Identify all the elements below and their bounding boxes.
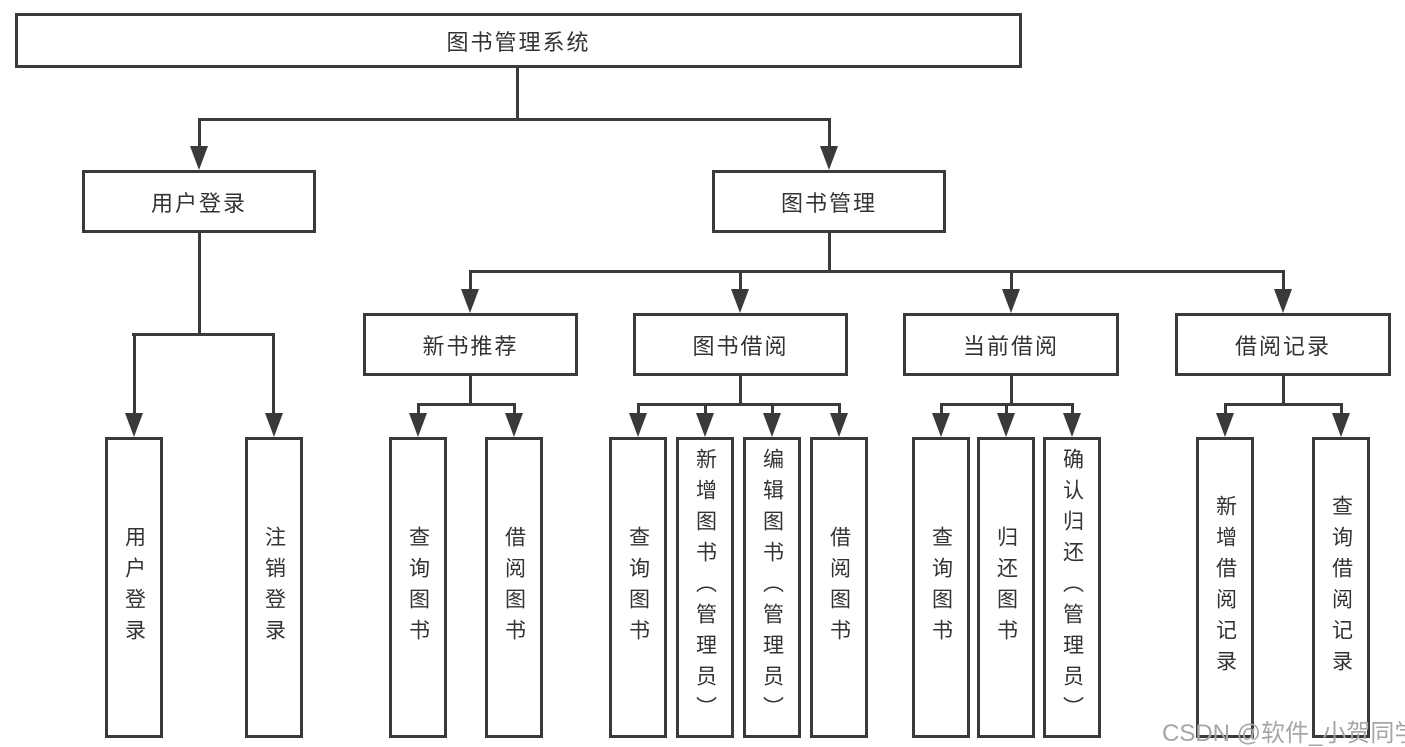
connector-line [828,233,831,273]
arrow-down-icon [932,413,950,437]
arrow-down-icon [763,413,781,437]
arrow-down-icon [461,289,479,313]
arrow-down-icon [1063,413,1081,437]
connector-line [513,403,516,416]
leaf-borrow-books: 借阅图书 [810,437,868,738]
node-book-borrowing: 图书借阅 [633,313,848,376]
connector-line [1282,376,1285,406]
arrow-down-icon [265,413,283,437]
leaf-label: 查询图书 [929,525,953,650]
arrow-down-icon [997,413,1015,437]
leaf-query-borrow-record: 查询借阅记录 [1312,437,1370,738]
node-new-book-recommendation: 新书推荐 [363,313,578,376]
arrow-down-icon [1274,289,1292,313]
leaf-user-login: 用户登录 [105,437,163,738]
arrow-down-icon [1332,413,1350,437]
connector-line [1224,403,1343,406]
leaf-label: 借阅图书 [827,525,851,650]
leaf-label: 查询图书 [626,525,650,650]
leaf-label: 查询图书 [406,525,430,650]
leaf-add-books-admin: 新增图书（管理员） [676,437,734,738]
node-label: 图书管理 [780,190,877,216]
csdn-watermark: CSDN @软件_小贺同学 [1162,720,1405,747]
connector-line [198,118,201,148]
leaf-label: 归还图书 [994,525,1018,650]
node-current-borrowing: 当前借阅 [903,313,1119,376]
connector-line [516,68,519,120]
connector-line [417,403,516,406]
connector-line [637,403,640,416]
arrow-down-icon [505,413,523,437]
connector-line [469,270,1285,273]
connector-line [1005,403,1008,416]
leaf-label: 查询借阅记录 [1329,494,1353,681]
connector-line [1282,270,1285,292]
connector-line [469,376,472,406]
node-label: 新书推荐 [422,333,519,359]
connector-line [637,403,841,406]
connector-line [417,403,420,416]
node-label: 图书管理系统 [446,29,591,55]
leaf-borrow-books: 借阅图书 [485,437,543,738]
node-label: 图书借阅 [692,333,789,359]
connector-line [272,333,275,415]
connector-line [198,233,201,336]
node-label: 用户登录 [150,190,247,216]
connector-line [828,118,831,148]
leaf-label: 确认归还（管理员） [1060,448,1084,727]
leaf-label: 新增图书（管理员） [693,448,717,727]
leaf-confirm-return-admin: 确认归还（管理员） [1043,437,1101,738]
connector-line [704,403,707,416]
leaf-query-books: 查询图书 [609,437,667,738]
connector-line [940,403,943,416]
arrow-down-icon [820,146,838,170]
connector-line [1071,403,1074,416]
leaf-return-books: 归还图书 [977,437,1035,738]
leaf-label: 注销登录 [262,525,286,650]
arrow-down-icon [1216,413,1234,437]
node-label: 借阅记录 [1234,333,1331,359]
node-book-management: 图书管理 [712,170,946,233]
node-label: 当前借阅 [962,333,1059,359]
node-borrowing-records: 借阅记录 [1175,313,1391,376]
node-user-login: 用户登录 [82,170,316,233]
leaf-edit-books-admin: 编辑图书（管理员） [743,437,801,738]
arrow-down-icon [409,413,427,437]
leaf-add-borrow-record: 新增借阅记录 [1196,437,1254,738]
leaf-label: 新增借阅记录 [1213,494,1237,681]
connector-line [133,333,136,415]
arrow-down-icon [830,413,848,437]
connector-line [1010,376,1013,406]
leaf-label: 借阅图书 [502,525,526,650]
leaf-logout: 注销登录 [245,437,303,738]
leaf-query-books: 查询图书 [912,437,970,738]
connector-line [1340,403,1343,416]
connector-line [739,376,742,406]
connector-line [1224,403,1227,416]
arrow-down-icon [190,146,208,170]
leaf-label: 用户登录 [122,525,146,650]
connector-line [469,270,472,292]
arrow-down-icon [696,413,714,437]
node-library-management-system: 图书管理系统 [15,13,1022,68]
connector-line [132,333,275,336]
connector-line [1010,270,1013,292]
connector-line [771,403,774,416]
leaf-label: 编辑图书（管理员） [760,448,784,727]
connector-line [198,118,831,121]
connector-line [838,403,841,416]
leaf-query-books: 查询图书 [389,437,447,738]
arrow-down-icon [1002,289,1020,313]
arrow-down-icon [125,413,143,437]
arrow-down-icon [731,289,749,313]
arrow-down-icon [629,413,647,437]
connector-line [739,270,742,292]
